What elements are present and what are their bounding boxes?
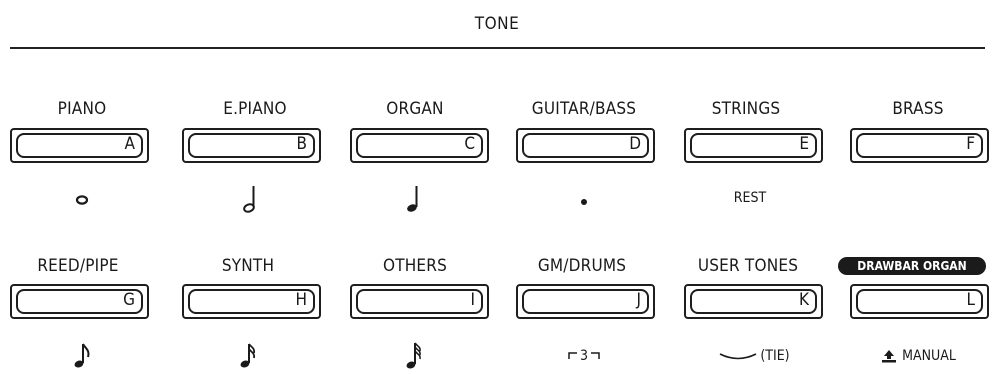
tone-button-h[interactable]: H xyxy=(182,284,321,319)
tone-button-g[interactable]: G xyxy=(10,284,149,319)
key-letter: B xyxy=(296,134,308,154)
key-letter: A xyxy=(124,134,135,154)
tone-button-l[interactable]: L xyxy=(850,284,989,319)
tone-button-f[interactable]: F xyxy=(850,128,989,163)
key-letter: H xyxy=(295,290,307,310)
tone-button-j[interactable]: J xyxy=(516,284,655,319)
label-e-piano: E.PIANO xyxy=(223,99,287,119)
key-letter: E xyxy=(799,134,809,154)
thirty-second-note-icon xyxy=(344,342,484,370)
manual-label: MANUAL xyxy=(902,348,956,364)
key-letter: F xyxy=(966,134,975,154)
key-letter: C xyxy=(464,134,475,154)
tone-button-k[interactable]: K xyxy=(684,284,823,319)
panel-title: TONE xyxy=(474,14,520,34)
tone-button-d[interactable]: D xyxy=(516,128,655,163)
label-user-tones: USER TONES xyxy=(697,256,799,276)
triplet-number: 3 xyxy=(579,348,588,364)
label-brass: BRASS xyxy=(892,99,944,119)
whole-note-icon xyxy=(12,188,152,212)
tone-button-a[interactable]: A xyxy=(10,128,149,163)
key-letter: J xyxy=(636,290,641,310)
tone-button-e[interactable]: E xyxy=(684,128,823,163)
sixteenth-note-icon xyxy=(178,342,318,370)
eighth-note-icon xyxy=(12,342,152,370)
tie-label: (TIE) xyxy=(760,348,790,364)
key-letter: D xyxy=(629,134,641,154)
label-piano: PIANO xyxy=(57,99,107,119)
key-letter: I xyxy=(470,290,475,310)
dot-icon xyxy=(514,188,654,212)
key-letter: K xyxy=(798,290,809,310)
rest-label: REST xyxy=(733,190,767,206)
label-drawbar-organ: DRAWBAR ORGAN xyxy=(838,257,986,275)
label-guitar-bass: GUITAR/BASS xyxy=(531,99,637,119)
tone-button-c[interactable]: C xyxy=(350,128,489,163)
label-reed-pipe: REED/PIPE xyxy=(37,256,119,276)
triplet-icon: 3 xyxy=(514,344,654,368)
half-note-icon xyxy=(180,184,320,214)
tie-icon: (TIE) xyxy=(684,344,824,368)
label-gm-drums: GM/DRUMS xyxy=(537,256,627,276)
key-letter: L xyxy=(966,290,975,310)
tone-button-i[interactable]: I xyxy=(350,284,489,319)
quarter-note-icon xyxy=(343,184,483,214)
manual-icon: MANUAL xyxy=(848,344,988,368)
tone-button-b[interactable]: B xyxy=(182,128,321,163)
label-organ: ORGAN xyxy=(386,99,444,119)
title-divider xyxy=(10,47,985,49)
label-synth: SYNTH xyxy=(221,256,275,276)
key-letter: G xyxy=(123,290,135,310)
label-strings: STRINGS xyxy=(711,99,781,119)
label-others: OTHERS xyxy=(382,256,448,276)
